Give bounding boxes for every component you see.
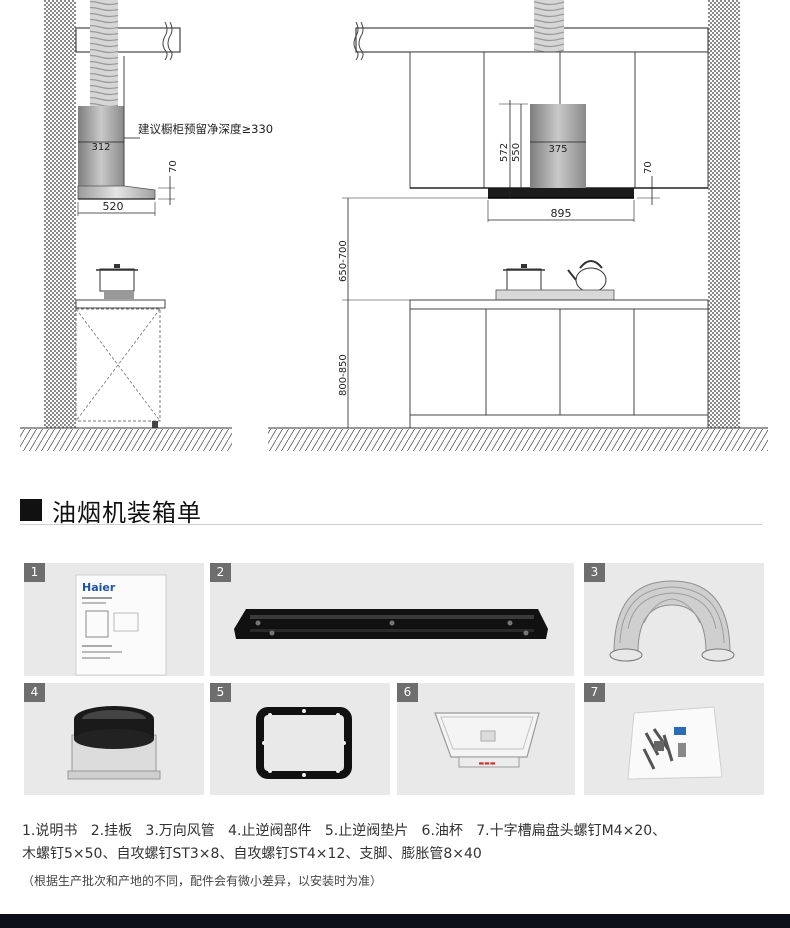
front-chimney-width-label: 375 (548, 144, 567, 155)
front-counter-height-label: 800-850 (338, 354, 349, 396)
front-hood-body (488, 188, 634, 198)
front-kettle-icon (567, 260, 607, 293)
side-hood-depth-label: 312 (91, 142, 110, 153)
manual-image: Haier (75, 574, 167, 676)
screws-bag-image (627, 706, 723, 780)
side-hood-body (77, 185, 156, 200)
item-card-check-valve: 4 (24, 683, 204, 795)
side-depth-note-label: 建议橱柜预留净深度≥330 (138, 122, 273, 136)
front-wall (708, 0, 740, 428)
installation-diagram: 312 建议橱柜预留净深度≥330 70 520 (20, 0, 768, 451)
items-note: （根据生产批次和产地的不同，配件会有微小差异，以安装时为准） (22, 874, 383, 888)
item-number: 3 (584, 563, 605, 582)
side-wall (44, 0, 76, 428)
front-ceiling-beam (355, 27, 709, 53)
manual-brand-logo: Haier (82, 581, 116, 594)
side-hood-width-label: 520 (103, 200, 124, 213)
footer-dark-band (0, 914, 790, 928)
section-title-text: 油烟机装箱单 (52, 498, 202, 527)
side-hood-thickness-label: 70 (168, 160, 179, 173)
items-line-2: 木螺钉5×50、自攻螺钉ST3×8、自攻螺钉ST4×12、支脚、膨胀管8×40 (22, 846, 482, 862)
check-valve-image (67, 706, 161, 780)
item-card-screws: 7 (584, 683, 764, 795)
front-hood-thickness-label: 70 (643, 161, 654, 174)
item-number: 6 (397, 683, 418, 702)
items-line-1: 1.说明书 2.挂板 3.万向风管 4.止逆阀部件 5.止逆阀垫片 6.油杯 7… (22, 823, 667, 839)
item-card-manual: Haier 1 (24, 563, 204, 676)
side-countertop (75, 299, 166, 309)
side-flex-duct (90, 0, 118, 106)
title-divider (20, 524, 762, 525)
front-cooktop (495, 289, 615, 301)
item-number: 7 (584, 683, 605, 702)
side-chimney (78, 106, 124, 186)
front-floor (268, 429, 768, 451)
title-square-icon (20, 499, 42, 521)
front-hood-width-label: 895 (551, 207, 572, 220)
svg-text:▬▬▬: ▬▬▬ (478, 760, 495, 767)
items-description: 1.说明书 2.挂板 3.万向风管 4.止逆阀部件 5.止逆阀垫片 6.油杯 7… (22, 820, 772, 866)
item-number: 2 (210, 563, 231, 582)
front-countertop (409, 299, 709, 310)
section-title: 油烟机装箱单 (20, 494, 202, 527)
front-height-550-label: 550 (511, 143, 522, 162)
item-card-gasket: 5 (210, 683, 390, 795)
item-card-flex-duct: 3 (584, 563, 764, 676)
mounting-plate-image (234, 609, 548, 639)
oil-cup-image: ▬▬▬ (434, 712, 540, 768)
front-chimney (530, 104, 586, 188)
front-mount-height-label: 650-700 (338, 240, 349, 282)
front-height-572-label: 572 (499, 143, 510, 162)
front-view: 375 572 550 70 895 650-700 800-850 (268, 0, 768, 451)
side-pot-icon (96, 264, 138, 299)
item-card-oil-cup: ▬▬▬ 6 (397, 683, 575, 795)
front-pot-icon (503, 264, 545, 292)
side-floor (20, 429, 232, 451)
item-card-mounting-plate: 2 (210, 563, 574, 676)
side-view: 312 建议橱柜预留净深度≥330 70 520 (20, 0, 273, 451)
gasket-image (256, 707, 352, 779)
flex-duct-image (609, 580, 735, 662)
item-number: 1 (24, 563, 45, 582)
item-number: 5 (210, 683, 231, 702)
front-base-cabinets (409, 308, 709, 416)
item-number: 4 (24, 683, 45, 702)
